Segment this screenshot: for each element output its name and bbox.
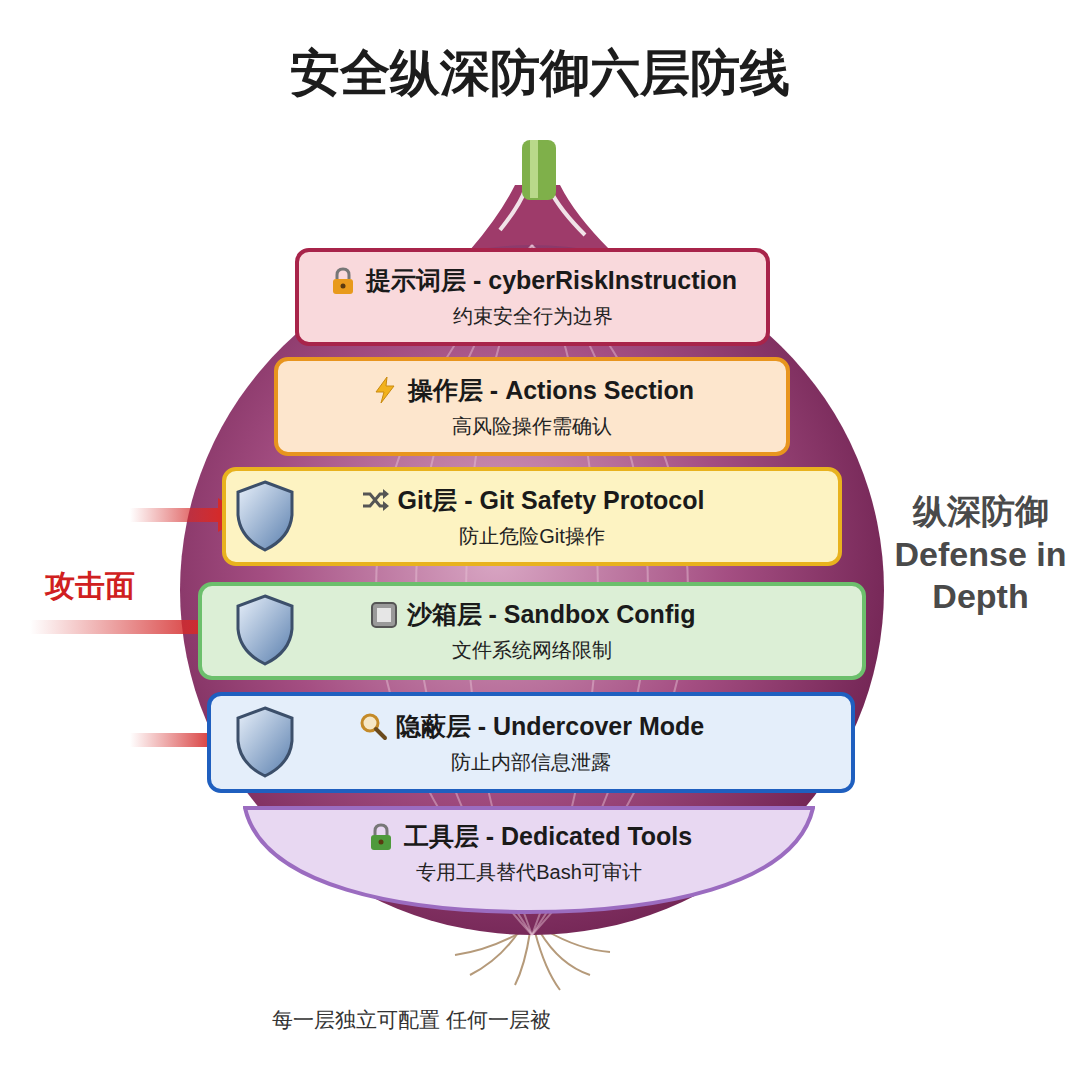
layer-heading: 沙箱层 - Sandbox Config xyxy=(407,598,696,631)
layer-heading: 工具层 - Dedicated Tools xyxy=(404,820,692,853)
layer-icon xyxy=(369,600,399,630)
layer-band: 沙箱层 - Sandbox Config 文件系统网络限制 xyxy=(198,582,866,680)
heading-row: 提示词层 - cyberRiskInstruction xyxy=(328,264,737,297)
heading-row: 操作层 - Actions Section xyxy=(370,374,694,407)
layer-icon xyxy=(360,485,390,515)
layer-description: 防止危险Git操作 xyxy=(459,523,605,550)
layer-icon xyxy=(366,822,396,852)
onion-body xyxy=(180,245,884,935)
layer-band: 提示词层 - cyberRiskInstruction 约束安全行为边界 xyxy=(295,248,770,346)
layer-description: 专用工具替代Bash可审计 xyxy=(416,859,642,886)
heading-row: 隐蔽层 - Undercover Mode xyxy=(358,710,704,743)
onion-roots xyxy=(455,930,610,990)
layer-band: 隐蔽层 - Undercover Mode 防止内部信息泄露 xyxy=(207,692,855,793)
layer-icon xyxy=(358,711,388,741)
layer-heading: Git层 - Git Safety Protocol xyxy=(398,484,705,517)
layer-description: 约束安全行为边界 xyxy=(453,303,613,330)
layer-band: 工具层 - Dedicated Tools 专用工具替代Bash可审计 xyxy=(243,806,815,914)
layer-band: Git层 - Git Safety Protocol 防止危险Git操作 xyxy=(222,467,842,566)
attack-surface-label: 攻击面 xyxy=(30,566,150,607)
layer-heading: 隐蔽层 - Undercover Mode xyxy=(396,710,704,743)
layer-heading: 操作层 - Actions Section xyxy=(408,374,694,407)
layer-description: 高风险操作需确认 xyxy=(452,413,612,440)
layer-icon xyxy=(328,266,358,296)
heading-row: 沙箱层 - Sandbox Config xyxy=(369,598,696,631)
layer-icon xyxy=(370,375,400,405)
layer-description: 文件系统网络限制 xyxy=(452,637,612,664)
layer-description: 防止内部信息泄露 xyxy=(451,749,611,776)
heading-row: 工具层 - Dedicated Tools xyxy=(366,820,692,853)
heading-row: Git层 - Git Safety Protocol xyxy=(360,484,705,517)
layer-heading: 提示词层 - cyberRiskInstruction xyxy=(366,264,737,297)
side-label: 纵深防御 Defense in Depth xyxy=(888,490,1073,618)
layer-band: 操作层 - Actions Section 高风险操作需确认 xyxy=(274,357,790,456)
onion-stalk xyxy=(522,140,556,200)
diagram-title: 安全纵深防御六层防线 xyxy=(0,40,1080,107)
caption: 每一层独立可配置 任何一层被 xyxy=(272,1006,551,1034)
